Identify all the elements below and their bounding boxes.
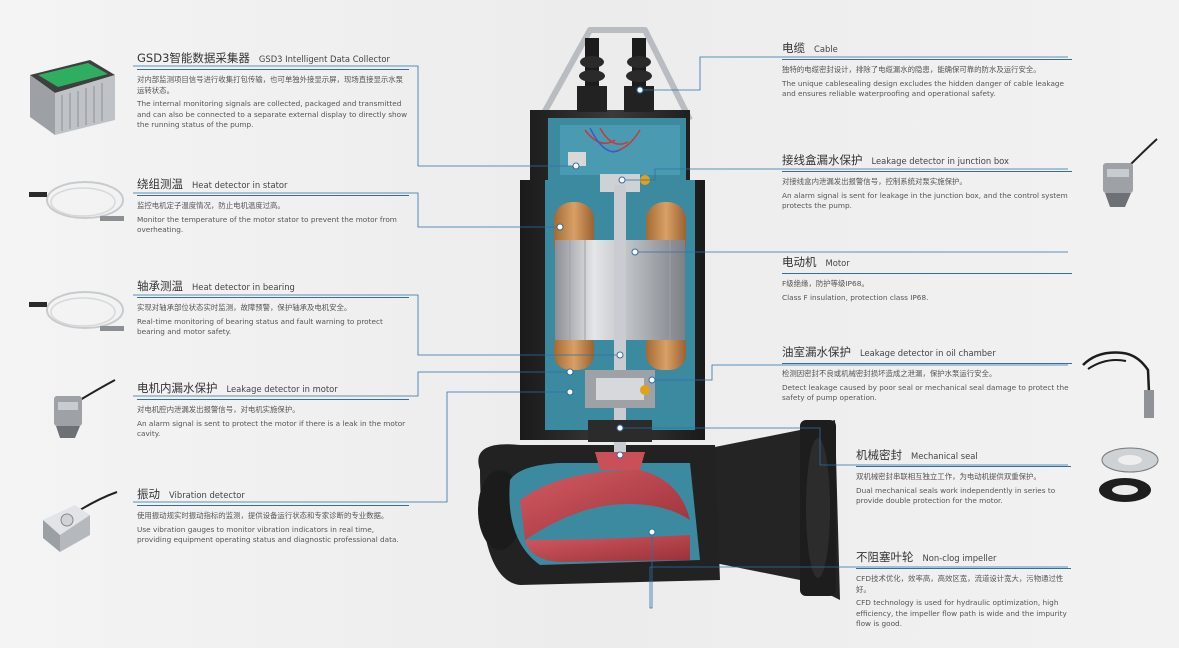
feature-desc-en: An alarm signal is sent to protect the m… xyxy=(137,418,406,439)
feature-title-en: Mechanical seal xyxy=(911,451,978,461)
feature-desc-zh: 独特的电缆密封设计，排除了电缆漏水的隐患，能确保可靠的防水及运行安全。 xyxy=(782,65,1041,74)
feature-title-en: Heat detector in bearing xyxy=(192,282,295,292)
feature-desc-zh: 对接线盒内泄漏发出报警信号，控制系统对泵实施保护。 xyxy=(782,177,967,186)
feature-title-zh: GSD3智能数据采集器 xyxy=(137,51,250,65)
feature-title-zh: 接线盒漏水保护 xyxy=(782,153,863,167)
feature-desc-zh: 使用振动规实时振动指标的监测，提供设备运行状态和专家诊断的专业数据。 xyxy=(137,511,389,520)
feature-title-zh: 绕组测温 xyxy=(137,177,183,191)
divider xyxy=(782,171,1072,172)
cable-glands xyxy=(577,38,654,112)
feature-title-zh: 振动 xyxy=(137,487,160,501)
feature-title-en: Vibration detector xyxy=(169,490,245,500)
feature-desc-en: The unique cablesealing design excludes … xyxy=(782,78,1065,99)
feature-title-en: Leakage detector in junction box xyxy=(871,156,1009,166)
divider xyxy=(137,297,409,298)
feature-title-en: GSD3 Intelligent Data Collector xyxy=(258,54,390,64)
feature-title-zh: 电动机 xyxy=(782,255,817,269)
feature-title-en: Motor xyxy=(825,258,850,268)
feature-desc-en: CFD technology is used for hydraulic opt… xyxy=(856,598,1067,628)
feature-desc-zh: F级绝缘，防护等级IP68。 xyxy=(782,279,869,288)
divider xyxy=(137,69,409,70)
feature-desc-zh: 双机械密封串联相互独立工作，为电动机提供双重保护。 xyxy=(856,472,1041,481)
divider xyxy=(782,59,1072,60)
connector-lines xyxy=(133,56,1068,609)
feature-title-zh: 轴承测温 xyxy=(137,279,183,293)
feature-desc-zh: 对内部监测项目信号进行收集打包传输，也可单独外接显示屏，现场直接显示水泵运转状态… xyxy=(137,75,404,95)
feature-desc-en: Use vibration gauges to monitor vibratio… xyxy=(137,524,399,545)
feature-title-en: Leakage detector in motor xyxy=(226,384,338,394)
divider xyxy=(137,399,409,400)
feature-desc-en: Real-time monitoring of bearing status a… xyxy=(137,316,383,337)
vibration-sensor-icon xyxy=(43,491,118,552)
feature-desc-en: The internal monitoring signals are coll… xyxy=(137,99,408,129)
divider xyxy=(856,466,1071,467)
feature-title-en: Non-clog impeller xyxy=(922,553,997,563)
feature-desc-zh: 监控电机定子温度情况，防止电机温度过高。 xyxy=(137,201,285,210)
feature-title-zh: 油室漏水保护 xyxy=(782,345,851,359)
feature-title-zh: 电机内漏水保护 xyxy=(137,381,218,395)
feature-title-en: Heat detector in stator xyxy=(192,180,288,190)
feature-desc-en: Dual mechanical seals work independently… xyxy=(856,485,1056,506)
divider xyxy=(782,363,1072,364)
impeller xyxy=(520,470,690,540)
data-collector-module-icon xyxy=(30,60,115,135)
feature-desc-en: Monitor the temperature of the motor sta… xyxy=(137,214,397,235)
divider xyxy=(856,568,1071,569)
feature-desc-zh: 检测因密封不良或机械密封损坏造成之泄漏，保护水泵运行安全。 xyxy=(782,369,997,378)
feature-vibration: 振动 Vibration detector 使用振动规实时振动指标的监测，提供设备… xyxy=(137,487,409,546)
feature-title-en: Leakage detector in oil chamber xyxy=(860,348,996,358)
feature-desc-en: An alarm signal is sent for leakage in t… xyxy=(782,190,1068,211)
feature-desc-en: Detect leakage caused by poor seal or me… xyxy=(782,382,1069,403)
feature-motor: 电动机 Motor F级绝缘，防护等级IP68。 Class F insulati… xyxy=(782,255,1072,303)
lifting-handle xyxy=(537,27,693,122)
feature-title-en: Cable xyxy=(814,44,838,54)
feature-desc-zh: 对电机腔内泄漏发出报警信号，对电机实施保护。 xyxy=(137,405,300,414)
divider xyxy=(782,273,1072,274)
thermal-sensor-cable-icon xyxy=(1082,351,1154,418)
feature-bearing: 轴承测温 Heat detector in bearing 实现对轴承部位状态实时… xyxy=(137,279,409,338)
temperature-probe-icon xyxy=(29,181,124,221)
feature-seal: 机械密封 Mechanical seal 双机械密封串联相互独立工作，为电动机提供… xyxy=(856,448,1071,507)
feature-collector: GSD3智能数据采集器 GSD3 Intelligent Data Collect… xyxy=(137,51,409,131)
divider xyxy=(137,505,409,506)
feature-title-zh: 不阻塞叶轮 xyxy=(856,550,914,564)
feature-title-zh: 机械密封 xyxy=(856,448,902,462)
feature-title-zh: 电缆 xyxy=(782,41,805,55)
feature-oil: 油室漏水保护 Leakage detector in oil chamber 检测… xyxy=(782,345,1072,404)
feature-stator: 绕组测温 Heat detector in stator 监控电机定子温度情况，防… xyxy=(137,177,409,236)
leak-probe-icon xyxy=(1103,138,1158,207)
feature-desc-zh: CFD技术优化，效率高，高效区宽，流道设计宽大，污物通过性好。 xyxy=(856,574,1064,594)
temperature-probe-icon xyxy=(29,291,124,331)
mechanical-seal-rings-icon xyxy=(1099,447,1159,502)
feature-desc-en: Class F insulation, protection class IP6… xyxy=(782,292,929,302)
connector-dots xyxy=(556,86,656,536)
feature-impeller: 不阻塞叶轮 Non-clog impeller CFD技术优化，效率高，高效区宽，… xyxy=(856,550,1071,630)
divider xyxy=(137,195,409,196)
feature-desc-zh: 实现对轴承部位状态实时监测，故障预警，保护轴承及电机安全。 xyxy=(137,303,352,312)
shaft xyxy=(614,185,626,460)
feature-cable: 电缆 Cable 独特的电缆密封设计，排除了电缆漏水的隐患，能确保可靠的防水及运行… xyxy=(782,41,1072,100)
leak-probe-icon xyxy=(54,379,116,438)
feature-motor-leak: 电机内漏水保护 Leakage detector in motor 对电机腔内泄漏… xyxy=(137,381,409,440)
